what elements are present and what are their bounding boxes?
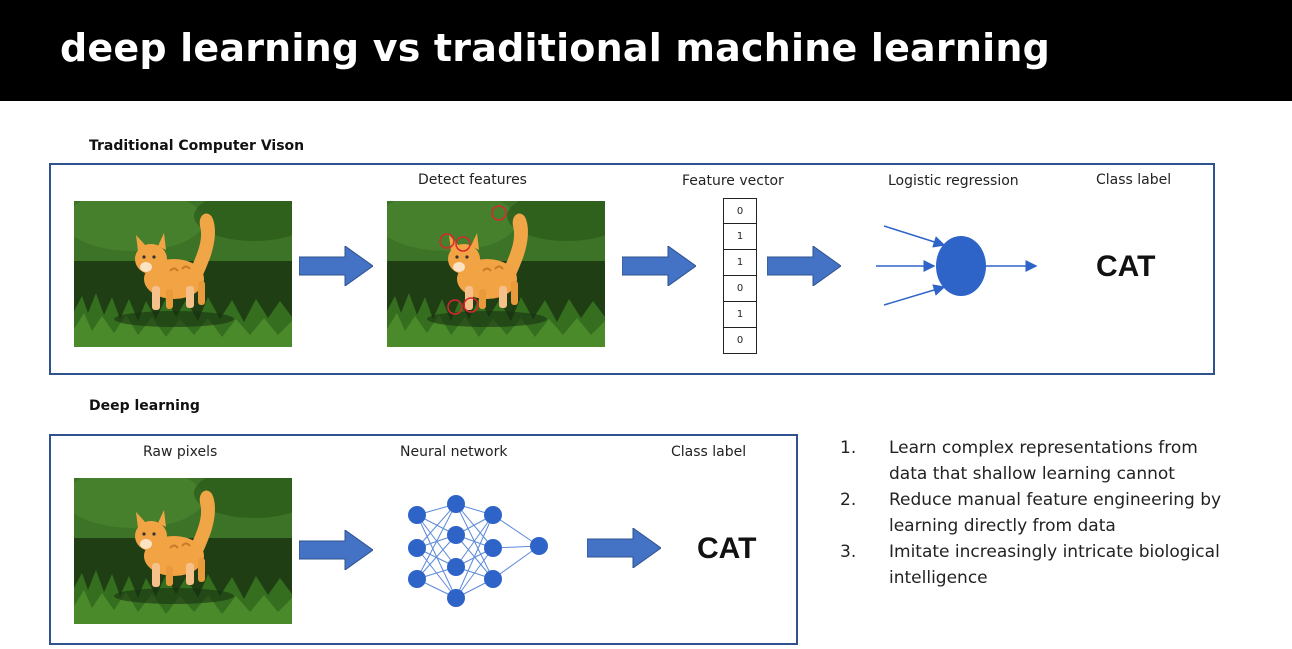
traditional-section-label: Traditional Computer Vison — [89, 138, 305, 154]
right-arrow-icon — [299, 530, 373, 570]
title-bar: deep learning vs traditional machine lea… — [0, 0, 1292, 101]
list-item-number: 3. — [840, 542, 857, 562]
list-item-text: learning directly from data — [889, 516, 1116, 536]
list-item: 3. Imitate increasingly intricate biolog… — [838, 539, 1278, 591]
right-arrow-icon — [622, 246, 696, 286]
feature-vector-cell: 0 — [723, 328, 757, 354]
feature-vector-label: Feature vector — [682, 173, 784, 189]
list-item-text: Reduce manual feature engineering by — [889, 490, 1222, 510]
neural-network-icon — [408, 495, 548, 607]
cat-features-photo-icon — [387, 201, 605, 347]
list-item-number: 2. — [840, 490, 857, 510]
logistic-regression-label: Logistic regression — [888, 173, 1019, 189]
feature-marker — [455, 236, 471, 252]
class-output: CAT — [1096, 250, 1156, 283]
list-item-text: Learn complex representations from — [889, 438, 1198, 458]
neuron-icon — [876, 225, 1038, 306]
feature-marker — [439, 233, 455, 249]
benefits-list: 1. Learn complex representations from da… — [838, 435, 1278, 591]
deep-learning-section-label: Deep learning — [89, 398, 200, 414]
right-arrow-icon — [299, 246, 373, 286]
right-arrow-icon — [587, 528, 661, 568]
cat-photo-icon — [74, 201, 292, 347]
list-item-text: Imitate increasingly intricate biologica… — [889, 542, 1220, 562]
feature-marker — [491, 205, 507, 221]
cat-photo-icon — [74, 478, 292, 624]
list-item: 1. Learn complex representations from da… — [838, 435, 1278, 487]
list-item: 2. Reduce manual feature engineering by … — [838, 487, 1278, 539]
feature-vector-cell: 0 — [723, 198, 757, 224]
right-arrow-icon — [767, 246, 841, 286]
list-item-number: 1. — [840, 438, 857, 458]
feature-vector-cell: 0 — [723, 276, 757, 302]
detect-features-label: Detect features — [418, 172, 527, 188]
raw-pixels-label: Raw pixels — [143, 444, 218, 460]
class-output: CAT — [697, 532, 757, 565]
neural-network-label: Neural network — [400, 444, 508, 460]
list-item-text: intelligence — [889, 568, 988, 588]
page-title: deep learning vs traditional machine lea… — [60, 26, 1050, 70]
feature-marker — [447, 299, 463, 315]
feature-marker — [463, 297, 479, 313]
feature-vector-cell: 1 — [723, 302, 757, 328]
list-item-text: data that shallow learning cannot — [889, 464, 1175, 484]
feature-vector-cell: 1 — [723, 250, 757, 276]
feature-vector-cell: 1 — [723, 224, 757, 250]
class-label-label: Class label — [1096, 172, 1172, 188]
feature-vector: 0 1 1 0 1 0 — [723, 198, 757, 354]
class-label-label: Class label — [671, 444, 747, 460]
